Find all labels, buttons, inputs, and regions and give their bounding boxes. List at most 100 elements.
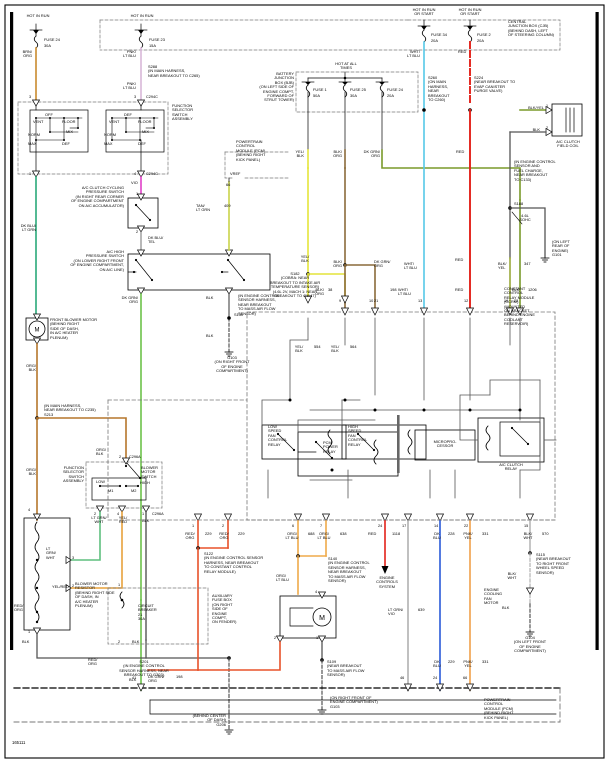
wire-label-blk-hps: BLK (206, 295, 214, 300)
front-blower-motor-label: FRONT BLOWER MOTOR (BEHIND RIGHT SIDE OF… (50, 317, 98, 340)
circuit-number-229a: 229 (205, 531, 212, 536)
ground-G101-label: (ON LEFT REAR OF ENGINE) G101 (552, 239, 570, 258)
ccrm-bottom-pin-17: 17 (402, 524, 407, 528)
wire-label-red-1118: RED (368, 531, 377, 536)
wire-label-org-ltblu-2: ORG/ LT BLU (317, 531, 331, 541)
splice-S188-label: S188 (514, 201, 524, 206)
microprocessor-label: MICROPRO- CESSOR (433, 439, 457, 449)
pin-resistor-4: 4 (28, 508, 31, 512)
svg-text:M: M (319, 615, 325, 622)
blower-switch-pos-m1: M1 (108, 488, 114, 493)
wire-label-blk-wht-570: BLK/ WHT (523, 531, 533, 541)
wire-label-red-org-3: RED/ ORG (14, 603, 24, 613)
wire-label-red-org-2: RED/ ORG (219, 531, 229, 541)
ccrm-bottom-pin-1: 1 (192, 524, 195, 528)
ccrm-pin-13: 13 (418, 299, 423, 303)
ccrm-bottom-pin-6: 6 (292, 524, 295, 528)
ccrm-bottom-pin-2: 2 (222, 524, 225, 528)
power-label-hot-in-run-or-start-2: HOT IN RUN OR START (458, 7, 482, 17)
ac-high-pressure-switch-label: A/C HIGH PRESSURE SWITCH (ON LOWER RIGHT… (70, 249, 124, 272)
fss-pos-off-left: OFF (45, 112, 53, 117)
ac-clutch-relay-label: A/C CLUTCH RELAY (499, 462, 523, 472)
wire-label-ltgrn-wht-2: LT GRN/ WHT (46, 546, 56, 560)
splice-S260-label: S260 (ON MAIN HARNESS, NEAR BREAKOUT TO … (428, 75, 450, 103)
pin-blower-switch-top: 2 (119, 455, 122, 459)
wire-label-blk-1206: BLK (512, 287, 520, 292)
circuit-number-228: 228 (448, 531, 455, 536)
ground-G103-bottom-label: (ON RIGHT FRONT OF ENGINE COMPARTMENT) G… (330, 695, 378, 709)
ccrm-pin-12: 12 (464, 299, 469, 303)
circuit-number-229b: 229 (238, 531, 245, 536)
circuit-number-38b: 38 (328, 287, 333, 292)
wire-label-ltgrn-vio: LT GRN/ VIO (388, 607, 404, 617)
circuit-number-331b: 331 (482, 659, 489, 664)
wire-label-yel-blk-1: YEL/ BLK (295, 149, 304, 159)
splice-S140-label: S140 (IN ENGINE CONTROL SENSOR HARNESS, … (328, 556, 370, 584)
engine-cooling-fan-motor-label: ENGINE COOLING FAN MOTOR (484, 587, 503, 606)
circuit-number-1206: 1206 (528, 287, 537, 292)
wire-label-blk-org-1: BLK/ ORG (333, 149, 342, 159)
fss-pos-floor-right: FLOOR (138, 119, 152, 124)
circuit-number-564: 564 (350, 344, 357, 349)
ccrm-bottom-pin-15: 15 (524, 524, 529, 528)
pin-fss-in-left: 3 (29, 95, 32, 99)
function-selector-switch-label: FUNCTION SELECTOR SWITCH ASSEMBLY (172, 103, 194, 122)
pcm-pin-66: 66 (463, 676, 468, 680)
wire-label-blk-g206: BLK (129, 677, 137, 682)
circuit-number-409: 409 (224, 203, 231, 208)
wire-label-blk-yel-1: BLK/YEL (528, 105, 544, 110)
pin-blower-switch-1: 1 (142, 512, 145, 516)
bjb-label: BATTERY JUNCTION BOX (BJB) (ON LEFT SIDE… (259, 71, 294, 103)
bjb-fuse-25-amp: 30A (350, 93, 357, 98)
fuse-label-24: FUSE 24 (44, 37, 60, 42)
wire-label-yel-red-1: YEL/ RED (118, 515, 128, 525)
wire-label-dkgrn-org-1: DK GRN/ ORG (363, 149, 380, 159)
pin-fan-1: 1 (316, 636, 319, 640)
fuse-label-2: FUSE 2 (477, 32, 491, 37)
circuit-number-66: 66 (226, 182, 231, 187)
sheet-id: 165111 (12, 740, 26, 745)
blower-switch-pos-low: LOW (96, 479, 105, 484)
circuit-number-198: 198 (390, 287, 397, 292)
wire-label-blk-blower: BLK (142, 518, 150, 523)
splice-S288-label: S288 (IN MAIN HARNESS, NEAR BREAKOUT TO … (148, 64, 200, 78)
bjb-fuse-24-amp: 20A (387, 93, 394, 98)
pin-circuit-breaker-1: 1 (118, 583, 121, 587)
wire-label-org-ltblu-3: ORG/ LT BLU (276, 573, 289, 583)
circuit-number-639: 639 (418, 607, 425, 612)
wire-label-red-ccrm: RED (455, 287, 464, 292)
wire-label-pnk-ltblu-1: PNK/ LT BLU (123, 49, 136, 59)
fuse-label-34: FUSE 34 (431, 32, 447, 37)
wire-label-yel-blk-2: YEL/ BLK (300, 254, 310, 264)
ccrm-pin-21: 21 (374, 299, 379, 303)
ac-clutch-field-coil-label: A/C CLUTCH FIELD COIL (556, 139, 580, 149)
splice-S115-label: S115 (NEAR BREAKOUT TO RIGHT FRONT WHEEL… (536, 552, 571, 575)
connector-c294c-top: C294C (146, 95, 158, 99)
pin-resistor-2: 2 (72, 584, 75, 588)
wire-label-red-org-1: RED/ ORG (185, 531, 195, 541)
wire-label-org-ltblu-1: ORG/ LT BLU (285, 531, 299, 541)
wire-label-dkgrn-org-2: DK GRN/ ORG (121, 295, 138, 305)
connector-c296a-bottom: C296A (152, 512, 164, 516)
splice-S122-label: S122 (IN ENGINE CONTROL SENSOR HARNESS, … (204, 551, 264, 574)
wire-label-blk-g104: BLK (502, 605, 510, 610)
wire-label-blk-s130: BLK (206, 333, 214, 338)
circuit-number-331: 331 (482, 531, 489, 536)
blower-motor-resistor-label: BLOWER MOTOR RESISTOR (BEHIND RIGHT SIDE… (75, 581, 115, 609)
pin-cycling-switch-2: 2 (136, 230, 139, 234)
splice-S130-label: S130 (234, 312, 244, 317)
cjb-label: CENTRAL JUNCTION BOX (CJB) (BEHIND DASH,… (508, 19, 554, 38)
wire-label-blk-coil: BLK (532, 127, 540, 132)
wire-label-dkblu-228: DK BLU (433, 531, 441, 541)
circuit-number-347: 347 (524, 261, 531, 266)
pin-circuit-breaker-2: 2 (118, 640, 121, 644)
fss-pos-vent-right: VENT (109, 119, 120, 124)
fss-pos-def-right-top: DEF (124, 112, 132, 117)
wire-label-dkblu-tel: DK BLU/ TEL (148, 235, 164, 245)
fss-pos-max-left: MAX (28, 141, 37, 146)
hot-at-all-times-label: HOT AT ALL TIMES (335, 61, 357, 71)
pin-coil-2: 2 (546, 126, 549, 130)
circuit-number-638: 638 (340, 531, 347, 536)
pin-fss-out-right: 4 (134, 172, 137, 176)
